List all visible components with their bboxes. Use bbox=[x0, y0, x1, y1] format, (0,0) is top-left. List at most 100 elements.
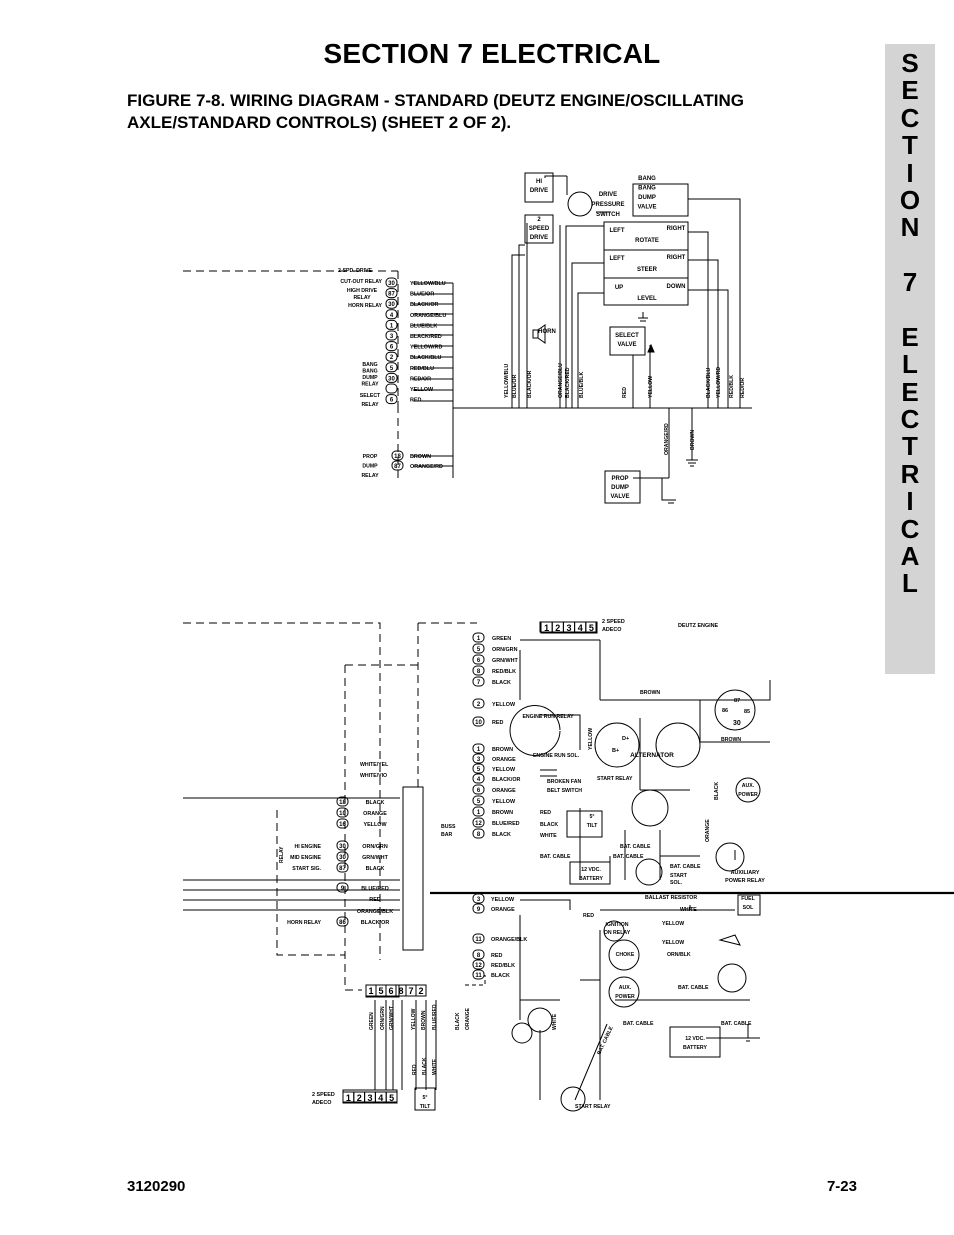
adeco-top-digit: 2 bbox=[555, 623, 560, 633]
side-tab-letter: S bbox=[901, 48, 919, 78]
bat-cable-label: BAT. CABLE bbox=[721, 1021, 752, 1027]
vertical-wire-label: ORANGE/RD bbox=[664, 423, 670, 455]
terminal-number: 87 bbox=[388, 292, 395, 298]
adeco-bottom-digit: 3 bbox=[367, 1093, 372, 1103]
battery-label: BATTERY bbox=[579, 876, 603, 882]
terminal-number: 11 bbox=[475, 973, 482, 979]
tilt-label: 5° bbox=[590, 814, 595, 820]
tilt-bottom-label: TILT bbox=[420, 1104, 431, 1110]
horn-label: HORN bbox=[538, 329, 556, 335]
left-wire-label: YELLOW bbox=[363, 822, 387, 828]
left-wire-label: ORANGE/BLK bbox=[357, 909, 393, 915]
terminal-number-badge bbox=[472, 716, 485, 727]
side-tab-letter: E bbox=[901, 376, 919, 407]
harness-wire-label: RED bbox=[492, 720, 503, 726]
prop-dump-relay-label: RELAY bbox=[361, 473, 379, 479]
vertical-wire-label: RED bbox=[622, 387, 628, 398]
engine-run-sol-label: ENGINE RUN SOL. bbox=[533, 753, 580, 759]
left-relay-label: HORN RELAY bbox=[287, 920, 321, 926]
terminal-number-badge bbox=[472, 773, 485, 784]
terminal-number-badge bbox=[385, 330, 398, 341]
white-wire-label: WHITE bbox=[680, 907, 697, 913]
left-wire-label: BLACK bbox=[366, 866, 385, 872]
terminal-number-badge bbox=[336, 818, 349, 829]
terminal-number: 18 bbox=[339, 800, 346, 806]
aux-power-relay-label: AUXILIARY bbox=[731, 870, 760, 876]
relay-vertical-label: RELAY bbox=[279, 846, 285, 863]
figure-caption: FIGURE 7-8. WIRING DIAGRAM - STANDARD (D… bbox=[127, 90, 847, 134]
lower-wire-label: RED/BLK bbox=[491, 963, 515, 969]
lower-wire-label: RED bbox=[491, 953, 502, 959]
figure-caption-line-1: FIGURE 7-8. WIRING DIAGRAM - STANDARD (D… bbox=[127, 91, 745, 110]
bat-cable-label: BAT. CABLE bbox=[678, 985, 709, 991]
rotate-right-label: RIGHT bbox=[667, 226, 686, 232]
red-wire-label: RED bbox=[583, 913, 594, 919]
adeco-bottom-label: 2 SPEED bbox=[312, 1092, 335, 1098]
battery-label: 12 VDC. bbox=[685, 1036, 705, 1042]
buss-bar-label: BUSS bbox=[441, 824, 456, 830]
terminal-number-badge bbox=[472, 806, 485, 817]
high-drive-relay-label: RELAY bbox=[353, 295, 371, 301]
rotate-left-label: LEFT bbox=[610, 228, 625, 234]
level-down-label: DOWN bbox=[667, 284, 686, 290]
bat-cable-label: BAT. CABLE bbox=[596, 1025, 615, 1056]
prop-dump-valve-label: DUMP bbox=[611, 485, 629, 491]
terminal-number: 5 bbox=[390, 366, 394, 372]
figure-caption-line-2: AXLE/STANDARD CONTROLS) (SHEET 2 OF 2). bbox=[127, 113, 512, 132]
ignition-relay-label: ON RELAY bbox=[604, 930, 631, 936]
vertical-wire-label: BLACK bbox=[714, 782, 720, 800]
fuel-sol-label: SOL bbox=[743, 905, 754, 911]
bang-bang-valve-label: VALVE bbox=[637, 205, 656, 211]
vertical-wire-label: RED/OR bbox=[740, 378, 746, 398]
start-sol-label: SOL. bbox=[670, 880, 683, 886]
terminal-number: 86 bbox=[339, 920, 346, 926]
terminal-number: 8 bbox=[477, 832, 481, 838]
side-tab-letter: I bbox=[906, 486, 914, 517]
harness-wire-label: GREEN bbox=[492, 636, 511, 642]
vertical-wire-label: BLACK bbox=[422, 1057, 428, 1075]
terminal-number-badge bbox=[385, 341, 398, 352]
terminal-number: 4 bbox=[390, 313, 394, 319]
terminal-number-badge bbox=[385, 383, 398, 394]
side-tab-letter: L bbox=[902, 568, 918, 599]
vertical-wire-label: RED bbox=[412, 1064, 418, 1075]
prop-wire-label: ORANGE/RD bbox=[410, 464, 443, 470]
terminal-number-badge bbox=[472, 828, 485, 839]
terminal-number-badge bbox=[472, 784, 485, 795]
upper-wire-label: BLACK/BLU bbox=[410, 355, 442, 361]
terminal-number: 12 bbox=[475, 963, 482, 969]
upper-wire-label: YELLOW/RD bbox=[410, 345, 442, 351]
terminal-number-badge bbox=[472, 743, 485, 754]
yellow-wire-label: YELLOW bbox=[662, 940, 684, 946]
select-valve-label: SELECT bbox=[615, 333, 639, 339]
upper-wire-label: RED/OR bbox=[410, 376, 431, 382]
harness-wire-label: ORANGE bbox=[492, 788, 516, 794]
adeco-top-label: 2 SPEED bbox=[602, 619, 625, 625]
terminal-number-badge bbox=[472, 698, 485, 709]
terminal-number-badge bbox=[385, 288, 398, 299]
vertical-wire-label: YELLOW/BLU bbox=[504, 363, 510, 398]
terminal-number-badge bbox=[472, 763, 485, 774]
adeco-bottom-digit: 1 bbox=[346, 1093, 351, 1103]
harness-wire-label: BLACK bbox=[492, 832, 511, 838]
terminal-number-badge bbox=[472, 753, 485, 764]
terminal-number: 1 bbox=[477, 747, 481, 753]
ballast-resistor-label: BALLAST RESISTOR bbox=[645, 895, 697, 901]
left-wire-label: BLUE/RED bbox=[361, 886, 389, 892]
adeco-top-label: ADECO bbox=[602, 627, 621, 633]
terminal-number: 87 bbox=[394, 464, 401, 470]
two-spd-drive-label: 2-SPD. DRIVE bbox=[338, 268, 373, 274]
terminal-number: 30 bbox=[339, 844, 346, 850]
hi-drive-label: DRIVE bbox=[530, 188, 548, 194]
buss-bar-label: BAR bbox=[441, 832, 452, 838]
start-relay-label: START RELAY bbox=[597, 776, 633, 782]
terminal-number-badge bbox=[472, 959, 485, 970]
adeco-top-digit: 3 bbox=[566, 623, 571, 633]
terminal-number: 7 bbox=[477, 680, 481, 686]
upper-wire-label: BLACK/OR bbox=[410, 302, 439, 308]
bat-cable-label: BAT. CABLE bbox=[670, 864, 701, 870]
terminal-number-badge bbox=[472, 933, 485, 944]
terminal-number-badge bbox=[336, 840, 349, 851]
yellow-wire-label: YELLOW bbox=[662, 921, 684, 927]
